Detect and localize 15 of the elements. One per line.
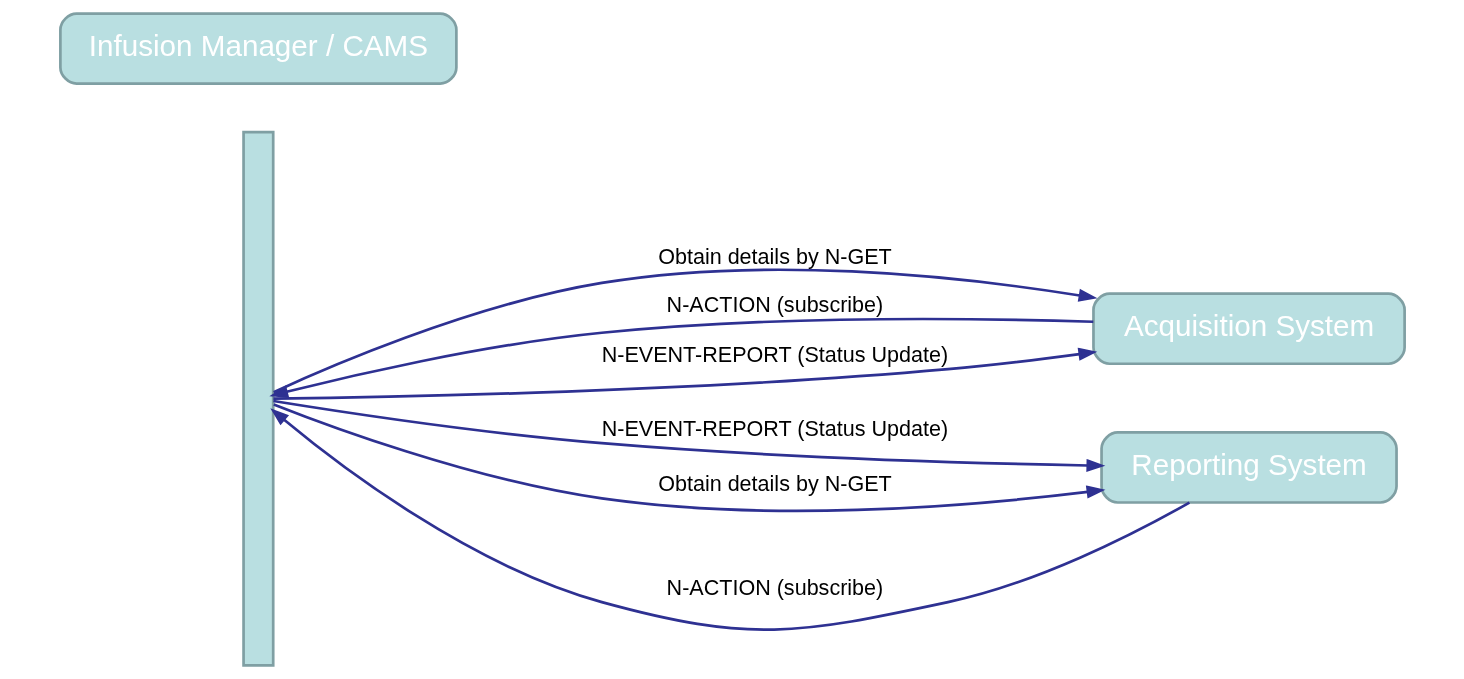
arrow xyxy=(269,408,1190,631)
arrow xyxy=(272,399,1105,473)
node-bar xyxy=(241,130,275,667)
node-box: Reporting System xyxy=(1099,431,1398,504)
arrow xyxy=(272,268,1097,394)
arrow xyxy=(272,347,1097,400)
edge-label: N-EVENT-REPORT (Status Update) xyxy=(601,416,948,442)
edge-label: Obtain details by N-GET xyxy=(657,243,892,269)
arrow xyxy=(272,403,1105,513)
edge-label: N-ACTION (subscribe) xyxy=(666,292,883,318)
node-box: Infusion Manager / CAMS xyxy=(58,12,458,85)
edge-label: N-ACTION (subscribe) xyxy=(666,575,883,601)
edge-label: Obtain details by N-GET xyxy=(657,471,892,497)
edge-label: N-EVENT-REPORT (Status Update) xyxy=(601,342,948,368)
node-box: Acquisition System xyxy=(1091,292,1406,366)
